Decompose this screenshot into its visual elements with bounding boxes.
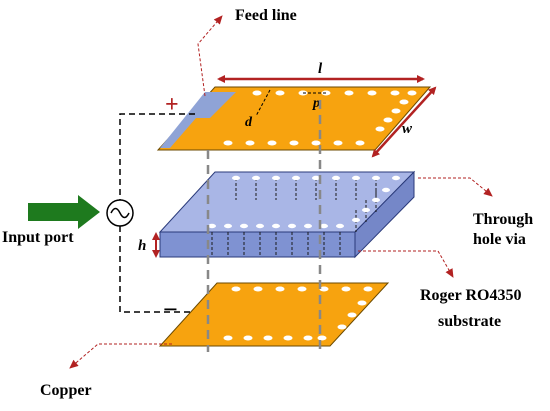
dimension-height: h	[138, 232, 160, 258]
substrate-label-1: Roger RO4350	[420, 287, 521, 304]
dimension-diameter-label: d	[245, 115, 253, 130]
dimension-pitch-label: p	[312, 96, 320, 111]
feed-line-strip	[160, 92, 236, 148]
negative-terminal: −	[163, 295, 178, 324]
sine-wave-source-icon	[106, 199, 134, 227]
top-copper-layer	[156, 86, 432, 151]
input-port: Input port	[2, 195, 100, 246]
substrate-label-2: substrate	[438, 313, 501, 330]
dimension-length: l	[217, 61, 425, 83]
through-hole-label-1: Through	[473, 211, 533, 228]
bottom-via-holes	[223, 286, 373, 341]
substrate-layer	[158, 170, 416, 259]
feed-line-callout: Feed line	[197, 7, 297, 97]
input-arrow-icon	[28, 195, 100, 229]
substrate-via-tops	[208, 175, 400, 229]
input-port-label: Input port	[2, 229, 74, 246]
negative-wire	[119, 226, 190, 313]
dimension-width-label: w	[402, 121, 413, 137]
bottom-copper-layer	[158, 282, 390, 347]
source-circuit: + −	[106, 92, 195, 324]
copper-callout: Copper	[40, 343, 172, 399]
positive-wire	[119, 113, 195, 200]
feed-line-label: Feed line	[235, 7, 297, 24]
via-dimensions: d p	[245, 89, 326, 130]
substrate-side-face	[354, 170, 415, 259]
through-hole-label-2: hole via	[473, 231, 526, 248]
positive-terminal: +	[165, 92, 179, 118]
alignment-guides	[206, 100, 322, 352]
dimension-width: w	[371, 86, 437, 158]
substrate-front-face	[159, 231, 356, 258]
dimension-length-label: l	[318, 61, 323, 77]
substrate-callout: Roger RO4350 substrate	[358, 250, 521, 330]
copper-label: Copper	[40, 382, 92, 399]
through-hole-callout: Through hole via	[418, 177, 533, 248]
dimension-height-label: h	[138, 238, 146, 254]
bottom-copper-plate	[158, 282, 390, 347]
